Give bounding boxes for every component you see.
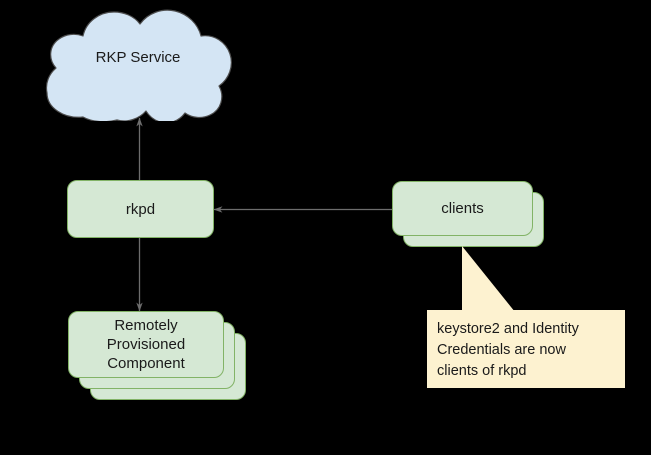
clients-note-text: keystore2 and Identity Credentials are n… xyxy=(437,321,579,379)
rkpd-label: rkpd xyxy=(125,200,156,218)
rpc-stack-layer-front[interactable]: Remotely Provisioned Component xyxy=(68,311,224,378)
clients-note[interactable]: keystore2 and Identity Credentials are n… xyxy=(427,310,625,388)
rkp-service-label: RKP Service xyxy=(95,48,181,66)
note-pointer-triangle xyxy=(462,246,515,312)
rkp-service-cloud-shape[interactable] xyxy=(42,5,234,121)
clients-stack-layer-front[interactable]: clients xyxy=(392,181,533,236)
clients-node[interactable]: clients xyxy=(392,181,544,247)
rkpd-node[interactable]: rkpd xyxy=(67,180,214,238)
clients-label: clients xyxy=(441,200,484,217)
remotely-provisioned-component-node[interactable]: Remotely Provisioned Component xyxy=(68,311,246,400)
remotely-provisioned-component-label: Remotely Provisioned Component xyxy=(106,317,186,372)
